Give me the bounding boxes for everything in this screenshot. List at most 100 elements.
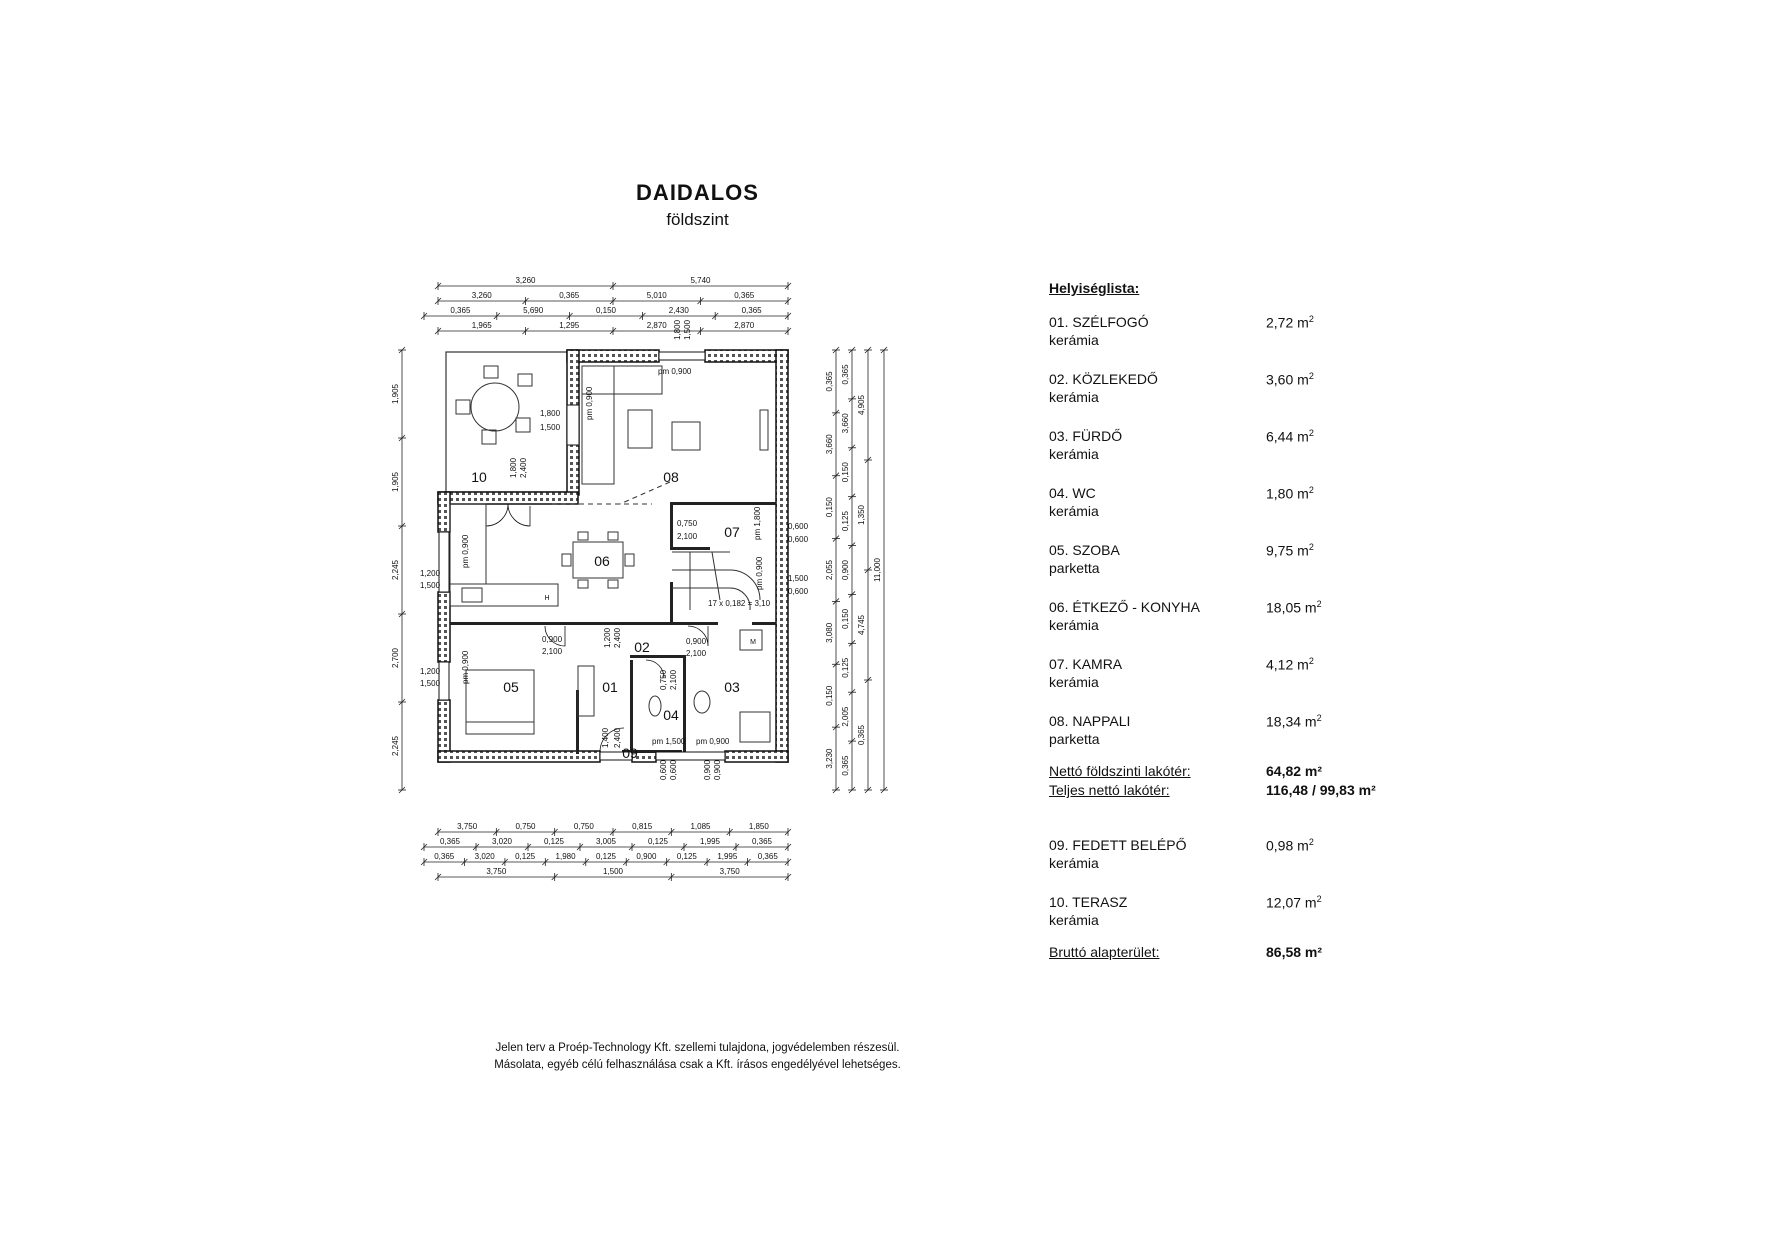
appliance-label: M bbox=[750, 639, 756, 646]
opening-label: 1,800 bbox=[673, 319, 682, 340]
opening-label: 1,800 bbox=[540, 409, 561, 418]
room-name: 02. KÖZLEKEDŐ bbox=[1049, 371, 1158, 387]
dimension-label: 1,905 bbox=[391, 471, 400, 492]
room-name: 03. FÜRDŐ bbox=[1049, 428, 1123, 444]
windows bbox=[438, 351, 726, 761]
dimension-label: 1,500 bbox=[603, 867, 624, 876]
dimension-label: 3,005 bbox=[596, 837, 617, 846]
dimension-label: 1,965 bbox=[472, 321, 493, 330]
room-name: 09. FEDETT BELÉPŐ bbox=[1049, 837, 1187, 853]
room-material: parketta bbox=[1049, 731, 1100, 747]
room-area: 12,07 m2 bbox=[1266, 894, 1322, 911]
opening-label: 1,200 bbox=[603, 627, 612, 648]
dimension-label: 2,245 bbox=[391, 559, 400, 580]
dimension-label: 1,980 bbox=[556, 852, 577, 861]
room-area: 9,75 m2 bbox=[1266, 542, 1314, 559]
room-number: 08 bbox=[663, 469, 679, 485]
room-area: 3,60 m2 bbox=[1266, 371, 1314, 388]
room-list-heading: Helyiséglista: bbox=[1049, 280, 1140, 296]
room-area: 0,98 m2 bbox=[1266, 837, 1314, 854]
room-material: kerámia bbox=[1049, 332, 1099, 348]
opening-label: 17 x 0,182 = 3,10 bbox=[708, 599, 771, 608]
room-number: 02 bbox=[634, 639, 650, 655]
dimension-label: 2,870 bbox=[647, 321, 668, 330]
dimension-label: 1,850 bbox=[749, 822, 770, 831]
dimension-label: 5,740 bbox=[690, 276, 711, 285]
room-list-item: 06. ÉTKEZŐ - KONYHA kerámia 18,05 m2 bbox=[1049, 599, 1409, 656]
interior-walls bbox=[450, 502, 776, 754]
round-table bbox=[470, 382, 520, 432]
bed bbox=[465, 669, 535, 735]
room-area: 1,80 m2 bbox=[1266, 485, 1314, 502]
room-material: kerámia bbox=[1049, 389, 1099, 405]
dimension-label: 3,080 bbox=[825, 622, 834, 643]
dimension-label: 2,430 bbox=[669, 306, 690, 315]
dimension-label: 3,260 bbox=[515, 276, 536, 285]
dimension-label: 0,150 bbox=[596, 306, 617, 315]
dimension-label: 2,055 bbox=[825, 559, 834, 580]
footer-line: Másolata, egyéb célú felhasználása csak … bbox=[494, 1059, 901, 1071]
dimension-label: 3,660 bbox=[841, 413, 850, 434]
dimension-label: 0,125 bbox=[648, 837, 669, 846]
armchair bbox=[671, 421, 701, 451]
dimension-label: 0,125 bbox=[677, 852, 698, 861]
room-area: 6,44 m2 bbox=[1266, 428, 1314, 445]
footer-line: Jelen terv a Proép-Technology Kft. szell… bbox=[495, 1042, 900, 1054]
dimension-label: 3,260 bbox=[472, 291, 493, 300]
dimension-label: 4,745 bbox=[857, 614, 866, 635]
opening-label: pm 0,900 bbox=[696, 737, 730, 746]
dimension-label: 0,365 bbox=[758, 852, 779, 861]
opening-label: 0,600 bbox=[788, 535, 809, 544]
dimension-label: 0,125 bbox=[841, 657, 850, 678]
opening-label: 2,400 bbox=[519, 457, 528, 478]
opening-label: 2,100 bbox=[542, 647, 563, 656]
room-area: 18,05 m2 bbox=[1266, 599, 1322, 616]
room-name: 01. SZÉLFOGÓ bbox=[1049, 314, 1149, 330]
dimension-label: 0,125 bbox=[596, 852, 617, 861]
dimension-label: 0,900 bbox=[841, 559, 850, 580]
dimension-label: 0,365 bbox=[734, 291, 755, 300]
dimension-label: 0,365 bbox=[559, 291, 580, 300]
dimension-label: 0,365 bbox=[450, 306, 471, 315]
dashed-lines bbox=[552, 481, 671, 505]
opening-label: 1,500 bbox=[420, 679, 441, 688]
dimension-label: 0,750 bbox=[515, 822, 536, 831]
dimension-label: 4,905 bbox=[857, 394, 866, 415]
exterior-walls bbox=[437, 349, 789, 763]
dimension-label: 0,900 bbox=[636, 852, 657, 861]
total-net-area: Teljes nettó lakótér: 116,48 / 99,83 m² bbox=[1049, 782, 1376, 798]
room-number: 03 bbox=[724, 679, 740, 695]
room-name: 06. ÉTKEZŐ - KONYHA bbox=[1049, 599, 1200, 615]
opening-label: 0,900 bbox=[713, 759, 722, 780]
opening-label: pm 1,800 bbox=[753, 506, 762, 540]
room-material: kerámia bbox=[1049, 912, 1099, 928]
dimension-label: 0,365 bbox=[434, 852, 455, 861]
opening-label: 0,600 bbox=[788, 522, 809, 531]
dimension-label: 3,750 bbox=[720, 867, 741, 876]
dimension-label: 1,995 bbox=[700, 837, 721, 846]
room-material: parketta bbox=[1049, 560, 1100, 576]
room-number: 06 bbox=[594, 553, 610, 569]
opening-label: 0,900 bbox=[542, 635, 563, 644]
room-list-item: 01. SZÉLFOGÓ kerámia 2,72 m2 bbox=[1049, 314, 1409, 371]
dimension-label: 5,010 bbox=[647, 291, 668, 300]
opening-label: pm 0,900 bbox=[658, 367, 692, 376]
furniture bbox=[449, 365, 771, 743]
sink bbox=[693, 690, 711, 714]
room-list-item: 02. KÖZLEKEDŐ kerámia 3,60 m2 bbox=[1049, 371, 1409, 428]
room-area: 2,72 m2 bbox=[1266, 314, 1314, 331]
dimension-label: 0,150 bbox=[825, 685, 834, 706]
plan-subtitle: földszint bbox=[666, 210, 729, 229]
dimension-label: 0,125 bbox=[841, 511, 850, 532]
dimension-label: 0,150 bbox=[841, 608, 850, 629]
dimension-label: 0,365 bbox=[440, 837, 461, 846]
opening-label: 1,500 bbox=[788, 574, 809, 583]
dimension-label: 3,750 bbox=[486, 867, 507, 876]
room-area: 18,34 m2 bbox=[1266, 713, 1322, 730]
room-material: kerámia bbox=[1049, 617, 1099, 633]
